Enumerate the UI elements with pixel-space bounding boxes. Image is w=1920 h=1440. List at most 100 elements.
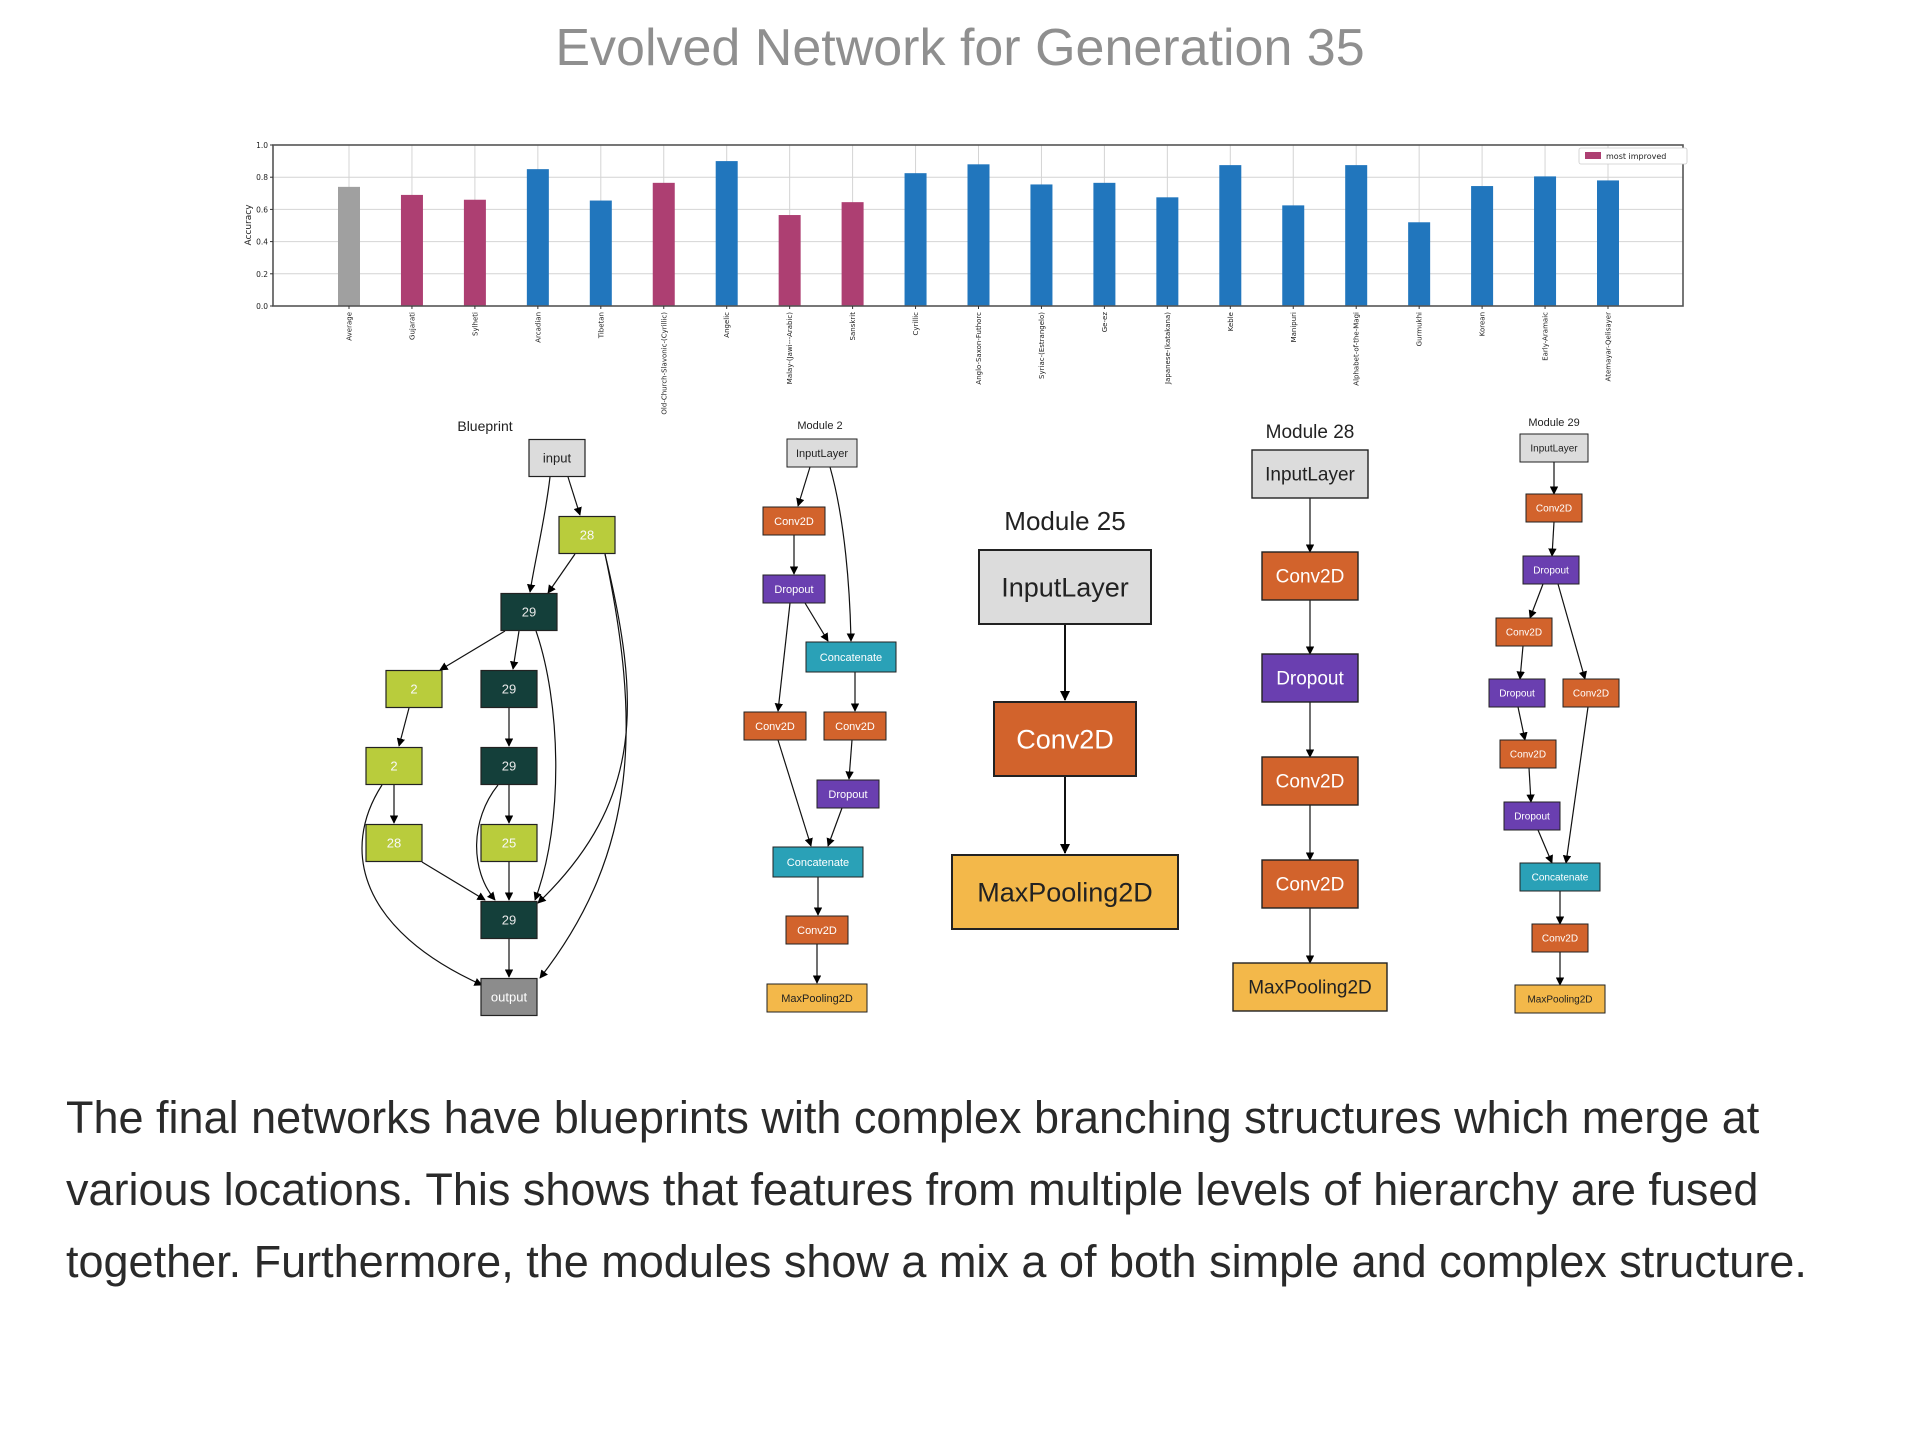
module2-node-dropout: Dropout — [762, 574, 826, 604]
chart-y-axis-label: Accuracy — [244, 204, 254, 246]
module25-node-inputlayer-label: InputLayer — [1001, 572, 1129, 602]
module29-node-dropout: Dropout — [1522, 555, 1580, 585]
y-tick-label: 1.0 — [256, 141, 268, 150]
module2-node-conv2d: Conv2D — [785, 915, 849, 945]
module28-node-conv2d: Conv2D — [1261, 551, 1359, 601]
blueprint-node-b28b-label: 28 — [387, 836, 401, 851]
module2-node-maxpooling2d: MaxPooling2D — [766, 983, 868, 1013]
module29-node-concatenate-label: Concatenate — [1532, 873, 1589, 884]
legend-swatch-most-improved — [1585, 152, 1601, 159]
bar-manipuri — [1282, 205, 1305, 306]
diagram-edge — [1517, 706, 1528, 741]
blueprint-node-b28a-label: 28 — [580, 528, 594, 543]
x-tick-label: Atemayar-Qelisayer — [1605, 312, 1613, 382]
diagram-edge — [845, 739, 854, 780]
module25-node-maxpooling2d: MaxPooling2D — [951, 854, 1179, 930]
diagram-edge — [774, 602, 791, 712]
bar-anglo-saxon-futhorc — [967, 164, 990, 306]
diagram-edge — [439, 630, 506, 671]
bar-average — [338, 186, 360, 306]
x-tick-label: Syriac-(Estrangelo) — [1038, 312, 1046, 379]
bar-korean — [1471, 186, 1494, 306]
diagram-edge — [537, 553, 628, 904]
module25-node-conv2d: Conv2D — [993, 701, 1137, 777]
module29-node-conv2d-label: Conv2D — [1573, 689, 1609, 700]
module28-node-inputlayer-label: InputLayer — [1265, 465, 1355, 486]
bar-gurmukhi — [1408, 222, 1431, 306]
caption-paragraph: The final networks have blueprints with … — [66, 1092, 1807, 1287]
module2-title: Module 2 — [797, 420, 842, 432]
y-tick-label: 0.8 — [256, 173, 268, 182]
module28-node-dropout: Dropout — [1261, 653, 1359, 703]
bar-cyrillic — [904, 173, 927, 306]
x-tick-label: Anglo-Saxon-Futhorc — [975, 312, 983, 385]
module29-node-conv2d: Conv2D — [1525, 493, 1583, 523]
diagram-edge — [777, 739, 813, 847]
blueprint-node-output-label: output — [491, 990, 528, 1005]
module29-node-concatenate: Concatenate — [1519, 862, 1601, 892]
diagram-edge — [547, 553, 576, 594]
blueprint-node-b29d: 29 — [480, 900, 538, 940]
module29-node-conv2d-label: Conv2D — [1542, 934, 1578, 945]
bar-old-church-slavonic-cyrillic — [652, 182, 675, 306]
blueprint-node-b2a: 2 — [385, 669, 443, 709]
module28-node-conv2d: Conv2D — [1261, 756, 1359, 806]
bar-angelic — [715, 161, 738, 306]
x-tick-label: Angelic — [723, 312, 731, 338]
y-tick-label: 0.6 — [256, 205, 268, 214]
x-tick-label: Ge-ez — [1101, 312, 1109, 333]
blueprint-node-b2a-label: 2 — [410, 682, 417, 697]
module2-node-inputlayer: InputLayer — [786, 438, 858, 468]
blueprint-node-output: output — [480, 977, 538, 1017]
module28-node-dropout-label: Dropout — [1276, 669, 1344, 690]
diagram-edge — [804, 602, 829, 642]
blueprint-node-input: input — [528, 438, 586, 478]
bar-gujarati — [400, 194, 423, 306]
diagram-titles: Blueprint Module 2 Module 25 Module 28 Modul… — [457, 417, 1579, 536]
module2-node-maxpooling2d-label: MaxPooling2D — [781, 993, 853, 1005]
module28-node-conv2d-label: Conv2D — [1276, 567, 1345, 588]
blueprint-title: Blueprint — [457, 418, 512, 434]
diagram-edge — [421, 861, 486, 901]
x-tick-label: Malay-(Jawi---Arabic) — [786, 312, 794, 384]
x-tick-label: Manipuri — [1290, 312, 1298, 342]
diagram-edge — [796, 466, 811, 507]
module25-node-inputlayer: InputLayer — [978, 549, 1152, 625]
blueprint-node-b29c-label: 29 — [502, 759, 516, 774]
x-tick-label: Sanskrit — [849, 312, 857, 341]
module29-title: Module 29 — [1528, 417, 1579, 429]
diagram-edge — [826, 807, 843, 847]
module2-node-dropout-label: Dropout — [828, 789, 867, 801]
page-title: Evolved Network for Generation 35 — [555, 19, 1365, 77]
module2-node-concatenate: Concatenate — [772, 846, 864, 878]
blueprint-node-b29a: 29 — [500, 592, 558, 632]
module2-node-conv2d-label: Conv2D — [755, 721, 795, 733]
bar-japanese-katakana — [1156, 197, 1179, 306]
module29-node-dropout: Dropout — [1503, 801, 1561, 831]
module25-title: Module 25 — [1004, 506, 1125, 536]
bar-sanskrit — [841, 202, 864, 306]
module28-node-conv2d-label: Conv2D — [1276, 772, 1345, 793]
blueprint-node-b2b-label: 2 — [390, 759, 397, 774]
bar-alphabet-of-the-magi — [1345, 165, 1368, 306]
diagram-edges — [361, 462, 1589, 986]
module29-node-maxpooling2d: MaxPooling2D — [1514, 984, 1606, 1014]
blueprint-node-b29b: 29 — [480, 669, 538, 709]
module28-title: Module 28 — [1266, 422, 1355, 443]
x-tick-label: Gujarati — [408, 312, 416, 340]
diagram-edge — [1562, 706, 1589, 864]
diagram-edge — [527, 476, 551, 593]
module2-node-inputlayer-label: InputLayer — [796, 448, 848, 460]
x-tick-label: Cyrillic — [912, 312, 920, 336]
module25-node-conv2d-label: Conv2D — [1016, 724, 1114, 754]
diagram-edge — [1557, 583, 1587, 680]
diagram-edge — [539, 553, 627, 979]
blueprint-node-b28b: 28 — [365, 823, 423, 863]
x-tick-label: Keble — [1227, 312, 1235, 331]
module2-node-dropout-label: Dropout — [774, 584, 813, 596]
diagram-edge — [1548, 521, 1557, 557]
bar-early-aramaic — [1534, 176, 1557, 306]
bar-malay-jawi-arabic — [778, 215, 801, 306]
